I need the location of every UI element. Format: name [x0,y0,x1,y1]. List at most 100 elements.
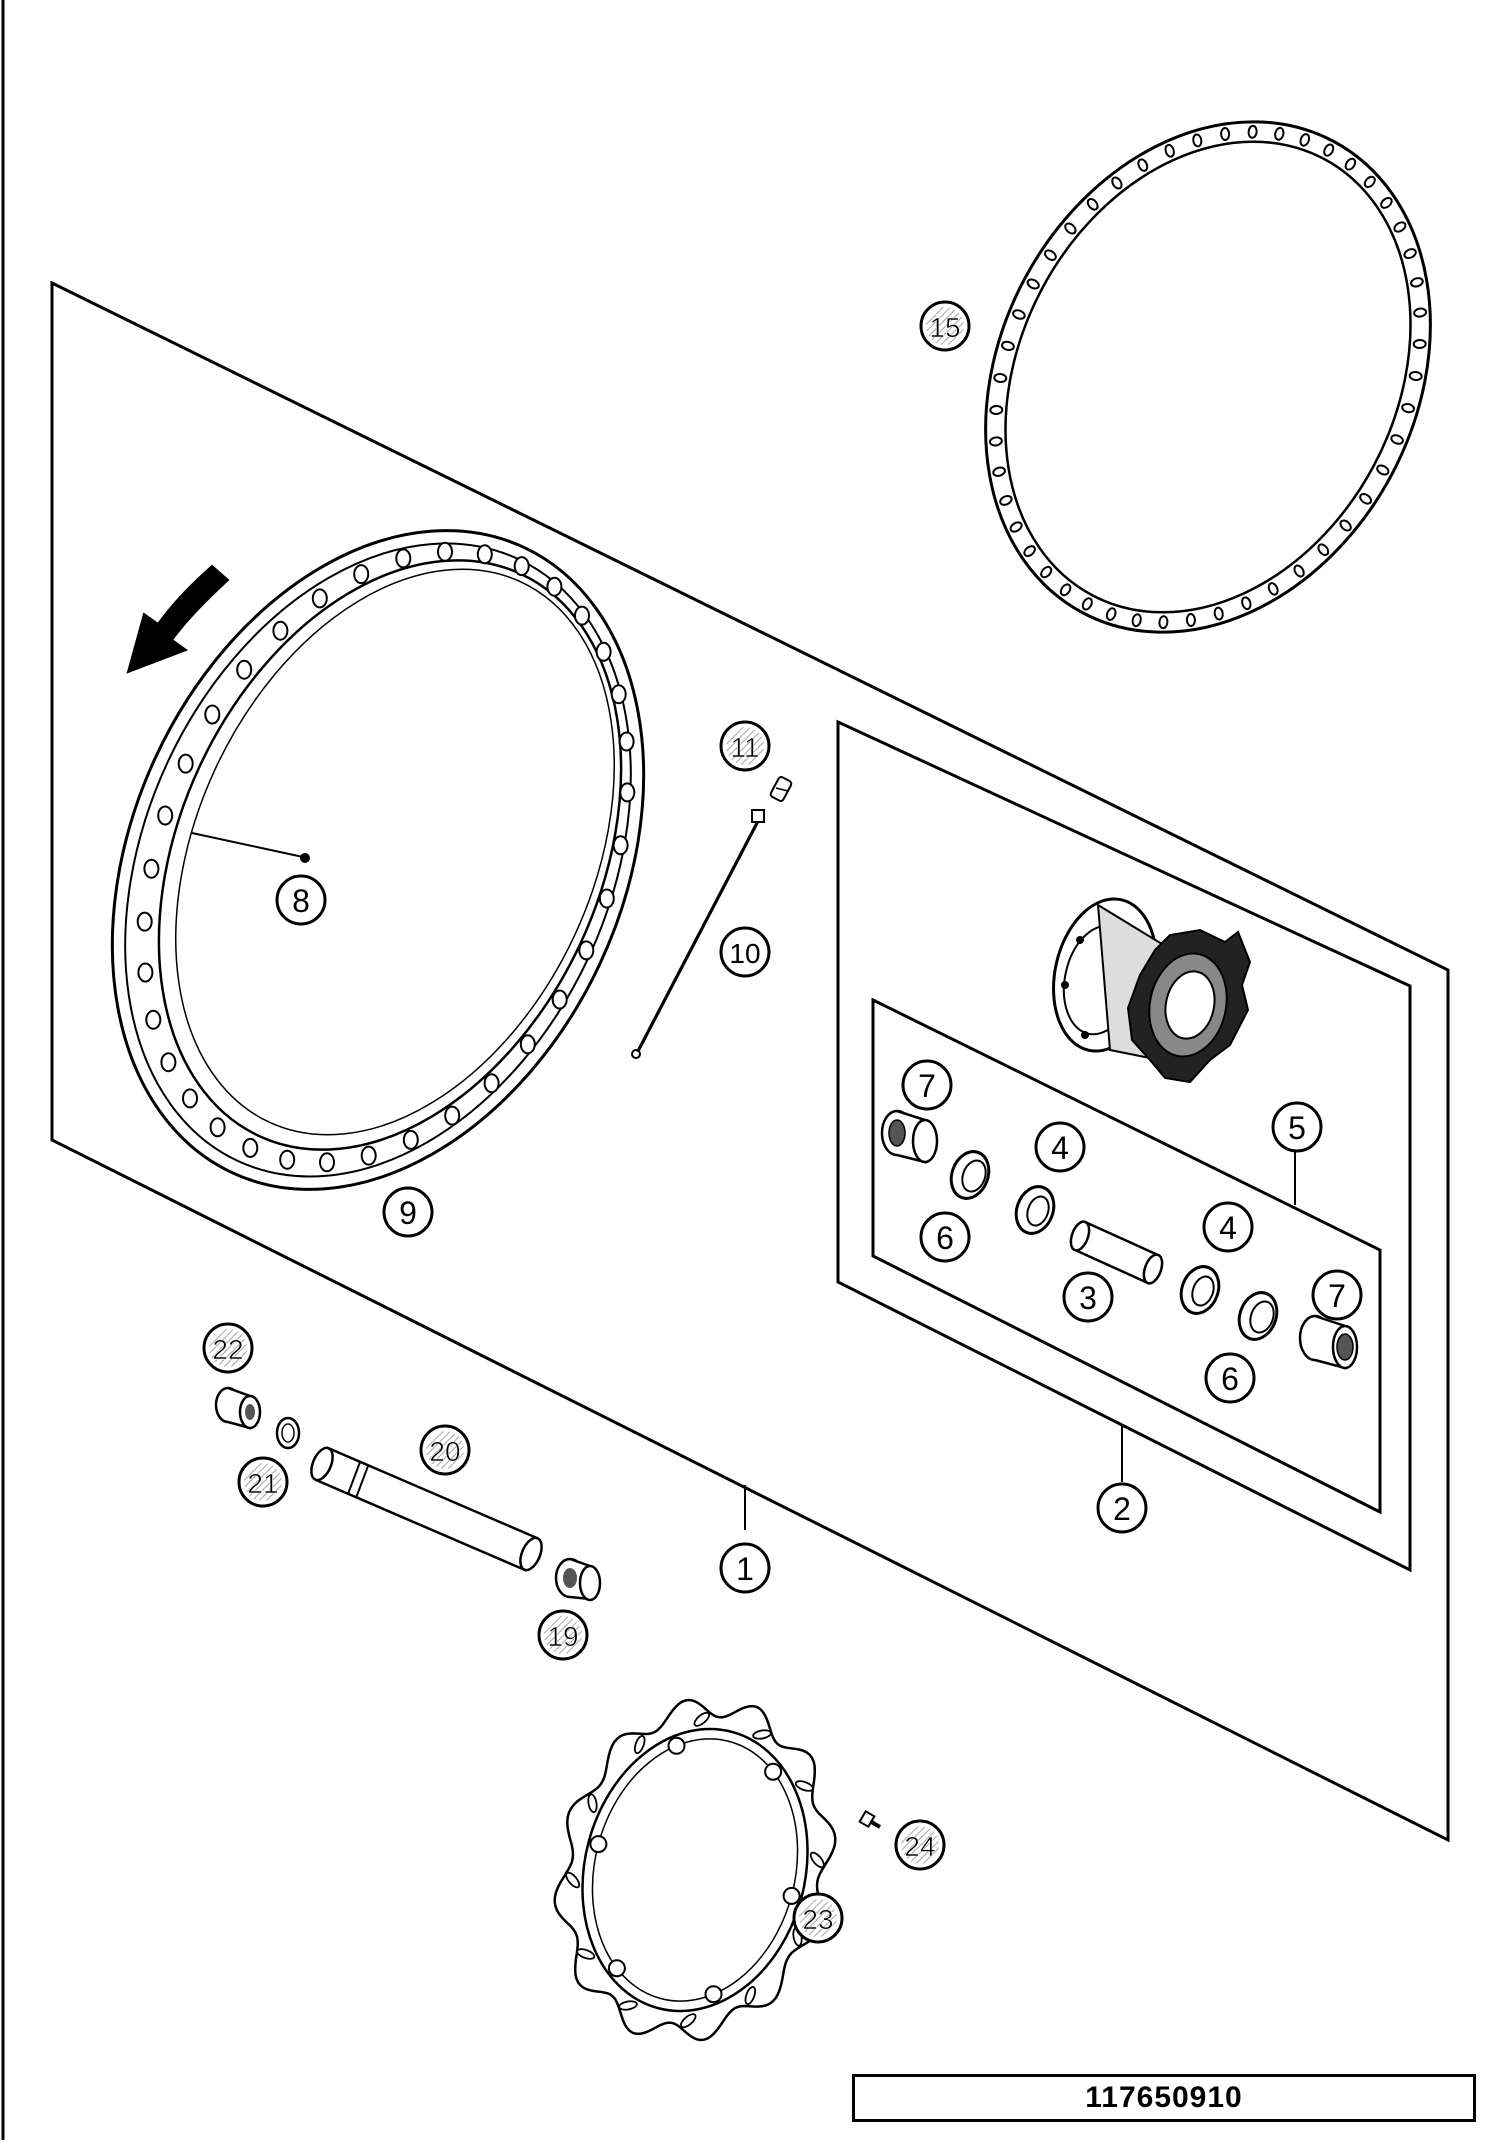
rim-tape-hole [1213,606,1224,621]
rim-tape-hole [1323,143,1335,157]
callout-20: 20 [419,1424,471,1476]
rim-tape-hole [1403,248,1417,260]
callout-4-left-label: 4 [1051,1130,1069,1166]
rim-spoke-hole [476,544,493,565]
rim-tape-hole [1393,221,1407,233]
callout-1-label: 1 [736,1551,754,1587]
rim-tape-hole [1267,582,1279,596]
disc-rivet [704,1985,723,2004]
disc-rivet [667,1736,686,1755]
callout-24: 24 [894,1819,946,1871]
o-ring-21 [275,1416,301,1450]
rim-spoke-hole [483,1073,500,1094]
disc-rivet [764,1762,783,1781]
callout-8: 8 [275,874,327,926]
rim-tape-hole [1081,597,1093,611]
disc-slot [618,2000,638,2011]
rim-tape-hole [1376,464,1390,476]
valve-8 [300,853,310,863]
callout-3: 3 [1062,1271,1114,1323]
rim-tape-hole [1023,545,1036,558]
spacer-ring-right-4 [1179,1265,1221,1315]
callout-7-right: 7 [1311,1269,1363,1321]
rim-tape-hole [1012,309,1026,320]
rim-spoke-hole [574,605,590,626]
disc-slot [587,1793,598,1814]
callout-5-label: 5 [1288,1110,1306,1146]
rim-spoke-hole [157,805,174,826]
rim-tape-hole [1363,175,1376,189]
drawing-number-box: 117650910 [852,2074,1476,2122]
rim-spoke-hole [546,576,563,597]
wheel-spindle-20 [310,1446,543,1572]
rim-tape-hole [1247,124,1258,139]
disc-rivet [589,1835,608,1854]
hub-group-plane-2 [836,719,1412,1573]
rim-tape-hole [1274,126,1285,141]
callout-23-label: 23 [802,1904,833,1935]
rim-spoke-hole [279,1149,296,1170]
rim-tape-hole [1390,434,1404,445]
rim-spoke-hole [610,684,627,705]
rim-spoke-hole [145,1009,162,1030]
collar-bushing-19 [554,1557,602,1602]
callout-10-label: 10 [729,938,760,969]
rim-spoke-hole [519,1034,536,1055]
rim-tape-hole [1185,613,1196,627]
rim-spoke-hole [612,835,629,856]
rim-spoke-hole [136,911,153,932]
rim-tape-hole [1408,370,1423,382]
rim-tape-hole [988,436,1003,447]
rim-spoke-hole [177,753,194,774]
disc-slot [794,1780,814,1792]
disc-slot [633,1735,646,1754]
callout-15: 15 [919,300,971,352]
disc-rivet [607,1959,626,1978]
rim-spoke-hole [402,1129,419,1150]
brake-disc-23 [553,1698,837,2042]
callout-7-right-label: 7 [1328,1278,1346,1314]
rim-tape-hole [1164,143,1175,158]
callout-6-left: 6 [919,1211,971,1263]
callout-4-right-label: 4 [1219,1210,1237,1246]
bearing-group-plane-5 [871,997,1382,1515]
rim-tape-hole [1043,249,1057,261]
collar-bushing-22 [214,1386,262,1430]
callout-15-label: 15 [929,312,960,343]
callout-24-label: 24 [904,1831,935,1862]
callout-21-label: 21 [247,1468,278,1499]
rim-tape-hole [1137,158,1149,172]
rim-tape-hole [1105,607,1117,621]
rim-spoke-hole [204,704,221,725]
rim-9 [110,529,646,1191]
rim-tape-15 [984,120,1432,634]
rim-tape-hole [1401,402,1416,414]
rim-tape-hole [1317,543,1330,556]
rim-spoke-hole [595,641,612,662]
rim-tape-hole [1339,519,1352,532]
callout-2-label: 2 [1113,1491,1131,1527]
callout-11: 11 [719,720,771,772]
rim-spoke-hole [618,731,635,752]
rim-tape-hole [989,404,1004,416]
disc-slot [744,1986,757,2005]
rim-tape-hole [993,372,1008,384]
rim-tape-hole [1241,596,1252,611]
rim-tape-hole [1131,613,1142,628]
rim-spoke-hole [598,888,615,909]
rim-tape-hole [1359,493,1373,505]
rim-tape-hole [1040,565,1053,579]
valve-leader [191,832,304,858]
spoke-nipple-11 [769,776,793,802]
rim-tape-hole [1220,127,1231,141]
spacer-sleeve-3 [1069,1220,1164,1285]
rim-spoke-hole [143,858,160,879]
seal-ring-left-6 [949,1150,991,1200]
rim-tape-hole [1412,338,1427,350]
callout-9-label: 9 [399,1195,417,1231]
rim-tape-hole [1380,196,1393,209]
rim-tape-hole [1344,157,1357,171]
callout-22: 22 [202,1322,254,1374]
callout-1: 1 [719,1542,771,1594]
